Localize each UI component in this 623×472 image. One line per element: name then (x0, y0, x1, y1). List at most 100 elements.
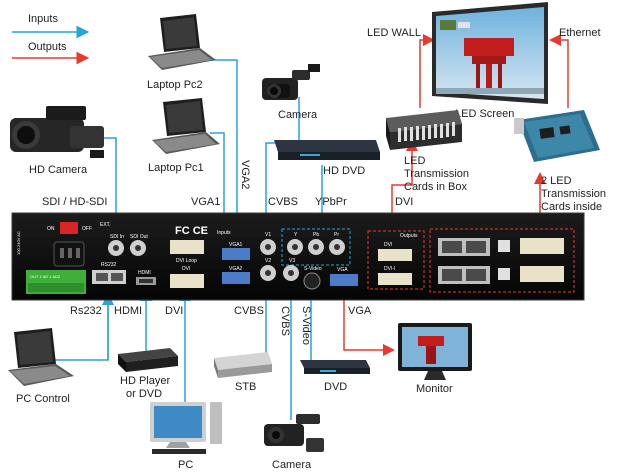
pc-control-laptop: PC Control (8, 328, 74, 405)
dvi-loop-port[interactable] (170, 240, 204, 254)
dvd-device: DVD (300, 360, 370, 393)
panel-ext-label: EXT. (100, 222, 111, 228)
hd-player-label-2: or DVD (126, 388, 162, 400)
led-transmission-box: LED Transmission Cards in Box (386, 110, 469, 193)
panel-vga-label: VGA (337, 267, 348, 273)
pc-desktop: PC (150, 402, 222, 471)
dvd-label: DVD (324, 381, 347, 393)
laptop-pc1: Laptop Pc1 (148, 98, 220, 174)
rs232-signal-label: Rs232 (70, 305, 102, 317)
panel-dvi-out-label: DVI (384, 242, 392, 248)
camera-top: Camera (262, 64, 320, 121)
sdi-cable (103, 137, 122, 231)
vga2-signal-label: VGA2 (239, 160, 251, 189)
panel-sdi-in-label: SDI In (110, 234, 124, 240)
dvi-top-signal-label: DVI (395, 196, 413, 208)
power-switch[interactable] (60, 222, 78, 234)
output-connections (343, 34, 569, 356)
vga-out-port[interactable] (330, 274, 358, 286)
vga-out-cable (343, 283, 395, 356)
led-box-label-3: Cards in Box (404, 181, 467, 193)
hd-player-label-1: HD Player (120, 375, 170, 387)
panel-vga1-label: VGA1 (229, 242, 243, 248)
dvi-out-port[interactable] (378, 249, 412, 261)
hd-camera-label: HD Camera (29, 164, 88, 176)
led-cards-inside: 2 LED Transmission Cards inside (514, 110, 606, 213)
panel-v3-label: V3 (289, 258, 295, 264)
monitor-label: Monitor (416, 383, 453, 395)
legend-outputs-label: Outputs (28, 41, 67, 53)
pc-label: PC (178, 459, 193, 471)
vga1-cable (210, 132, 230, 247)
monitor-device: Monitor (398, 323, 472, 395)
led-inside-label-3: Cards inside (541, 201, 602, 213)
hd-dvd-label: HD DVD (323, 165, 365, 177)
camera-bottom: Camera (264, 414, 324, 471)
stb-device: STB (214, 352, 272, 393)
panel-dvi-i-label: DVI-I (384, 266, 395, 272)
cvbs-vertical-signal-label: CVBS (279, 306, 291, 336)
panel-dvi-loop-label: DVI Loop (176, 258, 197, 264)
panel-v1-label: V1 (265, 232, 271, 238)
panel-rs232-label: RS232 (101, 262, 117, 268)
dvi-out-cable (391, 139, 418, 232)
panel-sdi-out-label: SDI Out (130, 234, 148, 240)
led-screen: LED Screen (432, 2, 548, 120)
hd-player: HD Player or DVD (118, 348, 178, 400)
panel-svideo-label: S-Video (304, 266, 322, 272)
panel-aux-label: OUT 1 AD 1 AD2 (30, 274, 61, 279)
led-inside-label-2: Transmission (541, 188, 606, 200)
svideo-signal-label: S-Video (300, 306, 312, 345)
card2-usb-port[interactable] (498, 268, 510, 280)
ethernet-cable (549, 34, 569, 108)
camera-top-label: Camera (278, 109, 318, 121)
ethernet-label: Ethernet (559, 27, 601, 39)
led-box-label-2: Transmission (404, 168, 469, 180)
cvbs-top-signal-label: CVBS (268, 196, 298, 208)
dvi-i-out-port[interactable] (378, 273, 412, 285)
svideo-port[interactable] (303, 272, 321, 290)
panel-pb-label: Pb (313, 232, 319, 238)
pc-control-label: PC Control (16, 393, 70, 405)
card1-usb-port[interactable] (498, 240, 510, 252)
camera-bottom-label: Camera (272, 459, 312, 471)
vga-out-signal-label: VGA (348, 305, 372, 317)
panel-vga2-label: VGA2 (229, 266, 243, 272)
panel-outputs-label: Outputs (400, 233, 418, 239)
panel-y-label: Y (294, 232, 298, 238)
laptop-pc2-label: Laptop Pc2 (147, 79, 203, 91)
cards-group (429, 228, 575, 293)
panel-off-label: OFF (82, 226, 92, 232)
stb-label: STB (235, 381, 256, 393)
legend-inputs-label: Inputs (28, 13, 58, 25)
panel-pr-label: Pr (334, 232, 339, 238)
panel-fcc-label: FC CE (175, 225, 208, 237)
led-wall-label: LED WALL (367, 27, 421, 39)
led-screen-label: LED Screen (455, 108, 514, 120)
vga2-port[interactable] (222, 272, 250, 284)
dvi-in-port[interactable] (170, 274, 204, 288)
panel-hdmi-label: HDMI (138, 270, 151, 276)
hd-camera: HD Camera (10, 106, 104, 176)
card2-dvi-port[interactable] (520, 266, 564, 282)
laptop-pc1-label: Laptop Pc1 (148, 162, 204, 174)
vga1-signal-label: VGA1 (191, 196, 220, 208)
ledwall-cable (419, 34, 435, 108)
hdmi-signal-label: HDMI (114, 305, 142, 317)
ypbpr-signal-label: YPbPr (315, 196, 347, 208)
legend: Inputs Outputs (12, 13, 90, 65)
panel-inputs-label: Inputs (217, 230, 231, 236)
card1-dvi-port[interactable] (520, 238, 564, 254)
outputs-group (367, 230, 425, 290)
ypbpr-group (281, 228, 351, 266)
hd-dvd: HD DVD (274, 140, 380, 177)
vga1-port[interactable] (222, 248, 250, 260)
panel-dvi-label: DVI (182, 266, 190, 272)
cvbs-bottom-signal-label: CVBS (234, 305, 264, 317)
dvi-bottom-signal-label: DVI (165, 305, 183, 317)
video-processor-rear-panel: ON OFF 100-240V AC OUT 1 AD 1 AD2 EXT. S… (11, 212, 585, 301)
panel-on-label: ON (47, 226, 55, 232)
laptop-pc2: Laptop Pc2 (147, 14, 216, 91)
panel-power-label: 100-240V AC (16, 231, 21, 255)
